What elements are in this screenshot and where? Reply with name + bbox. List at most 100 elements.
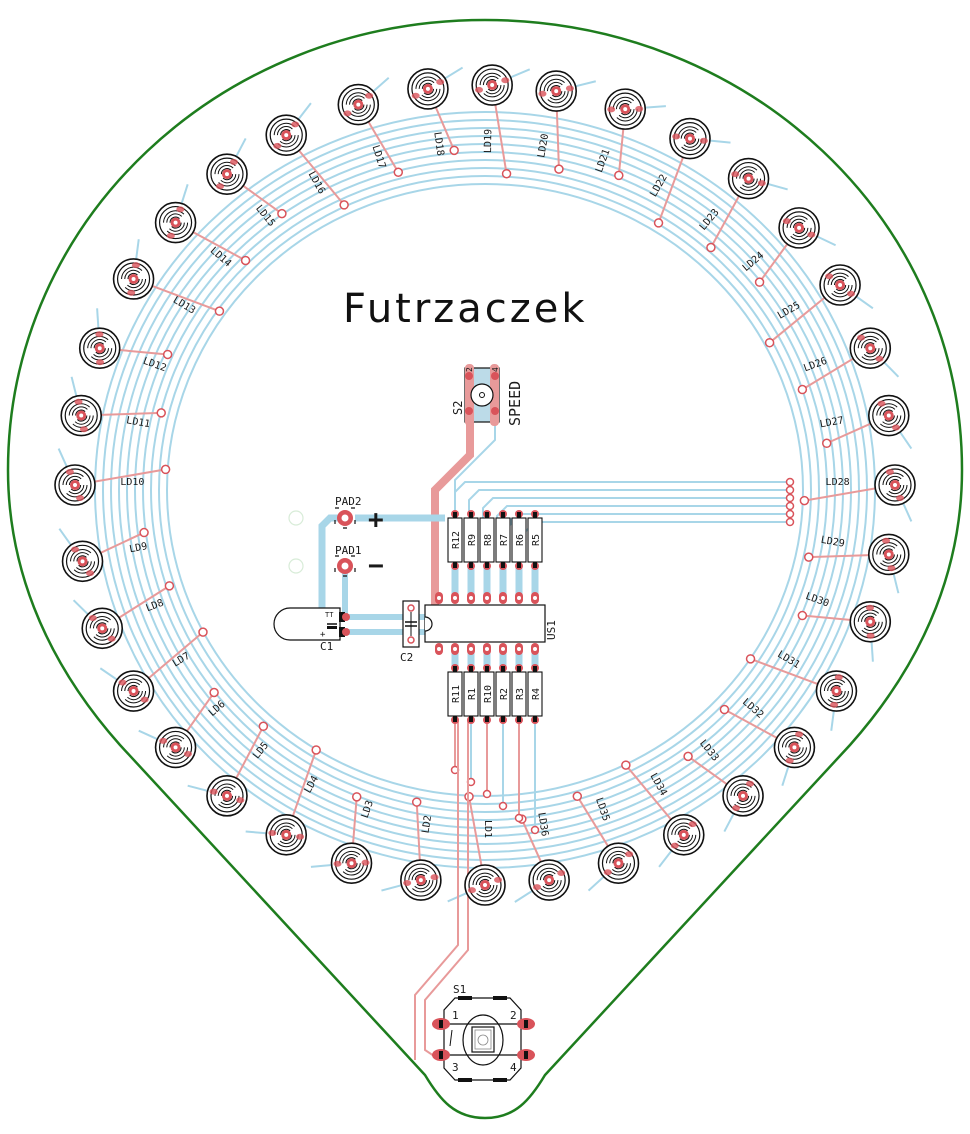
led-lead-pad xyxy=(857,334,866,341)
led-ld22[interactable]: LD22 xyxy=(648,117,711,199)
led-label: LD36 xyxy=(535,812,550,838)
resistor-r4[interactable]: R4 xyxy=(527,664,543,724)
resistor-r6[interactable]: R6 xyxy=(511,510,527,570)
led-ld7[interactable]: LD7 xyxy=(112,651,192,712)
main-switch-s1[interactable]: S1 1 2 3 4 xyxy=(432,983,535,1082)
led-ring-icon xyxy=(85,611,119,645)
led-center-hole xyxy=(131,689,136,694)
resistor-r10[interactable]: R10 xyxy=(479,664,495,724)
led-arc-icon xyxy=(547,91,569,104)
c2-ref: C2 xyxy=(400,651,413,664)
resistor-r11[interactable]: R11 xyxy=(447,664,463,724)
led-ring-icon xyxy=(65,544,100,578)
led-ld14[interactable]: LD14 xyxy=(154,201,234,270)
resistor-body xyxy=(511,671,527,717)
led-arc-icon xyxy=(882,548,894,555)
led-ld1[interactable]: LD1 xyxy=(464,820,506,906)
led-lead-pad xyxy=(825,273,834,280)
resistor-r7[interactable]: R7 xyxy=(495,510,511,570)
led-lead-pad xyxy=(159,737,168,744)
led-ld25[interactable]: LD25 xyxy=(776,264,861,322)
led-arc-icon xyxy=(879,545,896,555)
led-ld17[interactable]: LD17 xyxy=(337,83,387,171)
resistor-r5[interactable]: R5 xyxy=(527,510,543,570)
led-arc-icon xyxy=(127,685,138,692)
led-ld2[interactable]: LD2 xyxy=(400,815,442,901)
led-ld6[interactable]: LD6 xyxy=(154,699,228,769)
led-arc-icon xyxy=(96,622,107,629)
led-arc-icon xyxy=(542,880,559,890)
resistor-r8[interactable]: R8 xyxy=(479,510,495,570)
led-ld8[interactable]: LD8 xyxy=(81,598,165,650)
led-ld23[interactable]: LD23 xyxy=(698,157,770,233)
speed-switch-s2[interactable]: S2 SPEED 2 4 xyxy=(451,364,524,426)
led-arc-icon xyxy=(65,475,82,486)
resistor-r9[interactable]: R9 xyxy=(463,510,479,570)
led-lead-pad xyxy=(291,121,300,128)
led-arc-icon xyxy=(679,834,690,841)
capacitor-c2[interactable]: C2 xyxy=(400,600,420,664)
resistor-r1[interactable]: R1 xyxy=(463,664,479,724)
pad2-plus[interactable]: PAD2 + xyxy=(288,495,384,535)
resistor-r12[interactable]: R12 xyxy=(447,510,463,570)
led-lead-pad xyxy=(866,632,875,639)
ring-trace xyxy=(158,175,812,805)
capacitor-c1[interactable]: TT + C1 xyxy=(273,607,350,653)
led-arc-icon xyxy=(93,628,115,641)
led-arc-icon xyxy=(480,884,492,891)
led-ld27[interactable]: LD27 xyxy=(819,394,910,437)
led-lead-pad xyxy=(830,701,839,708)
led-arc-icon xyxy=(124,681,141,692)
led-ld35[interactable]: LD35 xyxy=(593,796,640,885)
led-label: LD12 xyxy=(141,356,167,375)
resistor-r2[interactable]: R2 xyxy=(495,664,511,724)
led-lead-pad xyxy=(236,797,245,804)
led-ld18[interactable]: LD18 xyxy=(407,68,449,157)
led-ld9[interactable]: LD9 xyxy=(61,540,149,583)
ring-trace xyxy=(150,167,820,813)
led-lead-pad xyxy=(892,424,901,431)
led-center-hole xyxy=(688,136,692,141)
led-ld19[interactable]: LD19 xyxy=(471,64,513,153)
led-ld24[interactable]: LD24 xyxy=(741,207,820,274)
led-ld4[interactable]: LD4 xyxy=(265,774,321,856)
led-arc-icon xyxy=(169,741,180,748)
led-lead-pad xyxy=(176,206,185,213)
via xyxy=(156,408,166,418)
led-arc-icon xyxy=(742,178,758,188)
s2-ref: S2 xyxy=(451,401,465,415)
led-arc-icon xyxy=(866,621,877,628)
led-ld16[interactable]: LD16 xyxy=(265,114,327,196)
led-ld20[interactable]: LD20 xyxy=(535,70,577,159)
led-arc-icon xyxy=(74,415,91,425)
led-center-hole xyxy=(80,559,85,564)
led-ld3[interactable]: LD3 xyxy=(330,799,376,885)
led-ld28[interactable]: LD28 xyxy=(826,464,916,506)
led-ring-icon xyxy=(475,68,509,102)
led-lead-pad xyxy=(343,110,352,117)
ic-us1[interactable]: US1 xyxy=(424,592,558,655)
led-label: LD26 xyxy=(802,356,828,375)
led-arc-icon xyxy=(890,484,902,491)
s1-pin-2: 2 xyxy=(510,1009,517,1022)
c1-polarity: + xyxy=(320,630,326,640)
led-lead-pad xyxy=(865,604,874,611)
led-ld33[interactable]: LD33 xyxy=(697,738,764,817)
led-arc-icon xyxy=(539,870,556,881)
via xyxy=(797,384,808,395)
ic-pin-hole xyxy=(501,596,505,600)
led-ld11[interactable]: LD11 xyxy=(60,394,151,437)
led-lead-pad xyxy=(140,696,149,703)
led-ld29[interactable]: LD29 xyxy=(820,533,910,576)
pad1-minus[interactable]: PAD1 − xyxy=(288,544,384,581)
resistor-r3[interactable]: R3 xyxy=(511,664,527,724)
led-arc-icon xyxy=(486,79,497,86)
led-ld10[interactable]: LD10 xyxy=(54,464,144,506)
resistor-lead xyxy=(453,512,457,518)
led-arc-icon xyxy=(882,415,899,425)
via xyxy=(614,170,624,181)
led-ld36[interactable]: LD36 xyxy=(528,812,570,901)
led-arc-icon xyxy=(129,690,140,698)
led-ld15[interactable]: LD15 xyxy=(206,153,277,229)
